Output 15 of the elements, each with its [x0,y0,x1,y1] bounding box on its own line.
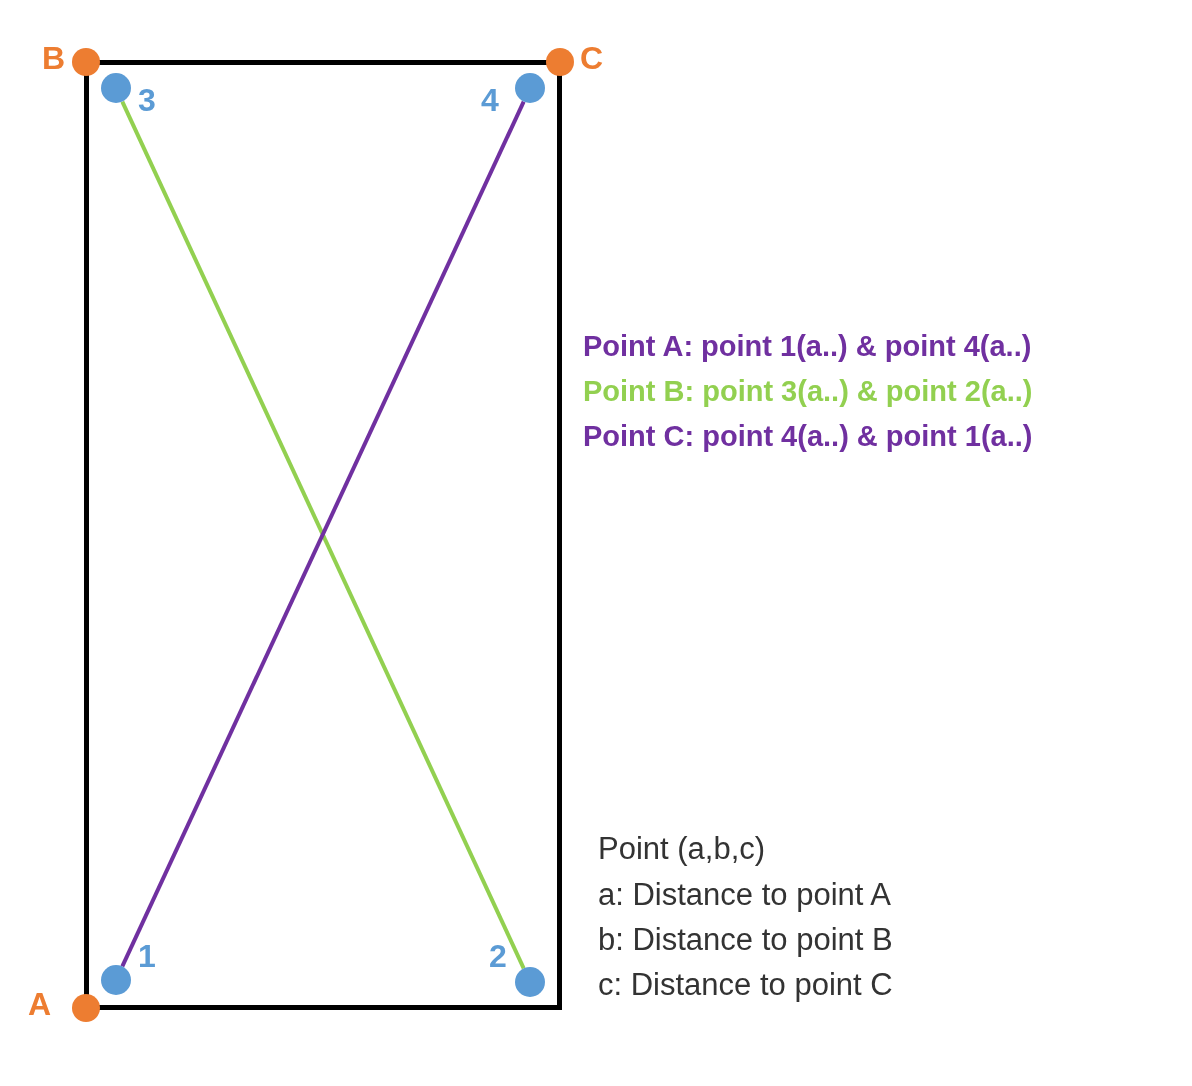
point-label: B [42,42,66,74]
note-text: Point (a,b,c) [598,830,766,868]
note-text: c: Distance to point C [598,966,893,1004]
point-label: 4 [481,84,499,116]
note-text: Point A: point 1(a..) & point 4(a..) [583,329,1032,364]
point-label: A [28,988,52,1020]
point-label: C [580,42,604,74]
point-label: 3 [138,84,156,116]
note-text: Point B: point 3(a..) & point 2(a..) [583,374,1033,409]
note-text: b: Distance to point B [598,921,893,959]
note-text: Point C: point 4(a..) & point 1(a..) [583,419,1033,454]
point-label: 2 [489,940,507,972]
note-text: a: Distance to point A [598,876,891,914]
point-label: 1 [138,940,156,972]
rectangle-frame [84,60,562,1010]
